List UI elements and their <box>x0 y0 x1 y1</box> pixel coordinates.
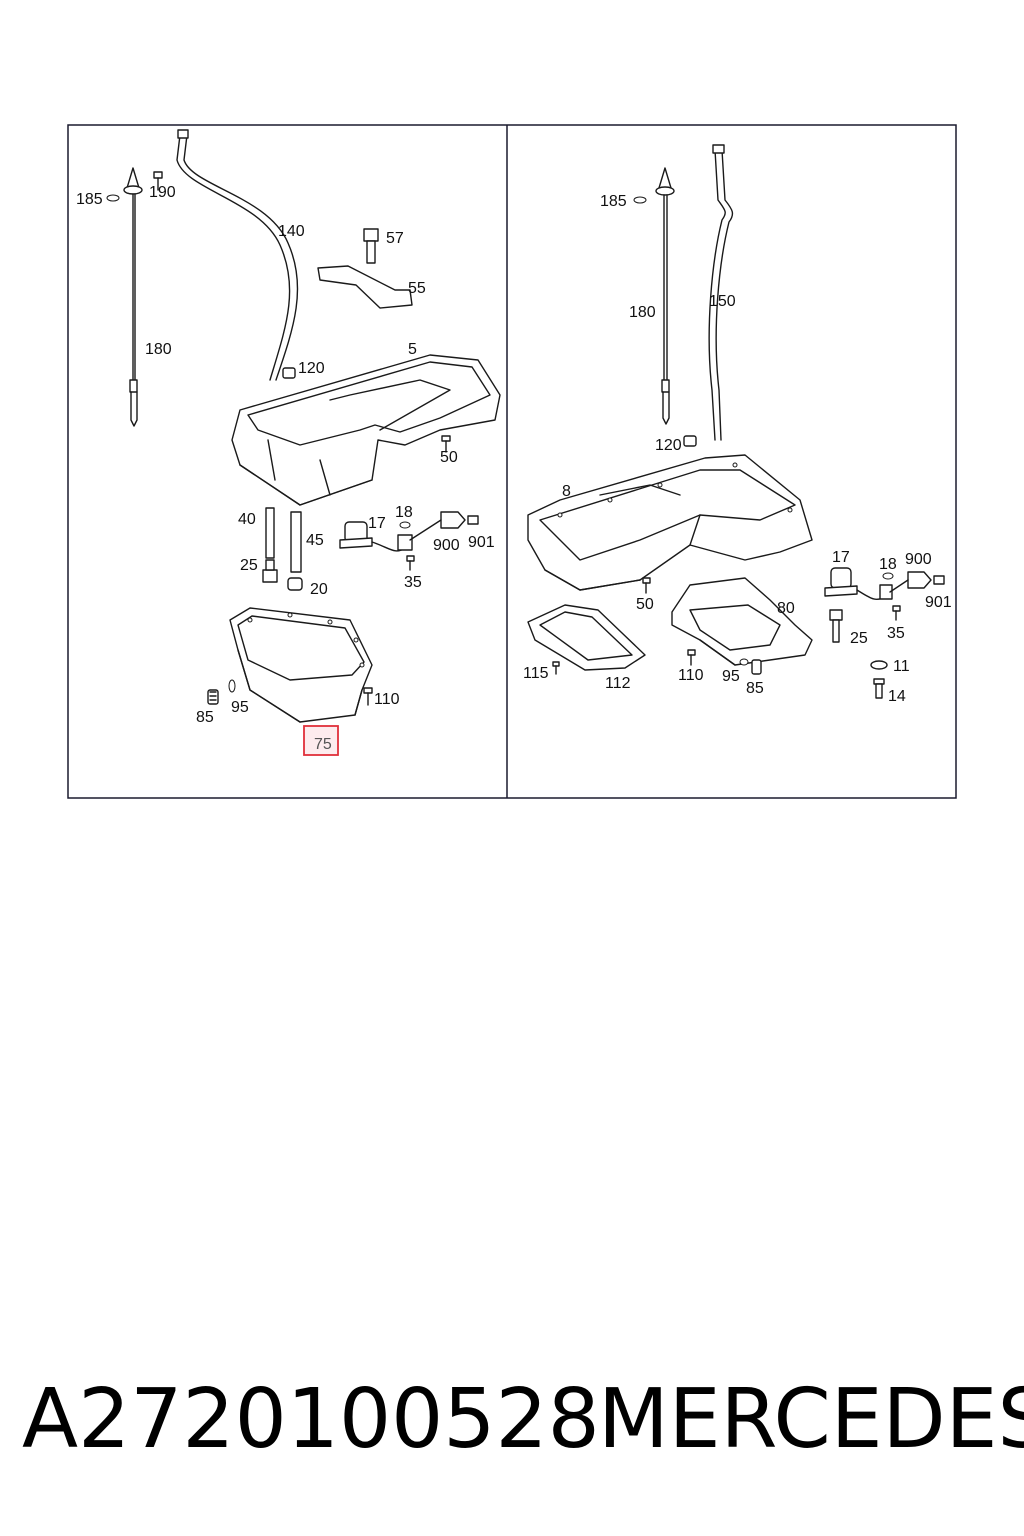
callout-901-right[interactable]: 901 <box>925 594 952 611</box>
bolt-14 <box>873 678 885 699</box>
diagram-frame <box>67 124 957 799</box>
brand-name: MERCEDES <box>598 1372 1024 1467</box>
seal-95-right <box>739 658 749 666</box>
bolt-110-left <box>363 687 373 706</box>
oil-level-sensor-right <box>824 567 893 600</box>
dipstick <box>123 167 143 427</box>
callout-18-right[interactable]: 18 <box>879 556 897 573</box>
callout-110[interactable]: 110 <box>374 691 400 708</box>
callout-900-right[interactable]: 900 <box>905 551 932 568</box>
guide-tube <box>176 129 299 381</box>
seal-95-left <box>228 679 236 693</box>
callout-95-right[interactable]: 95 <box>722 668 740 685</box>
callout-25-right[interactable]: 25 <box>850 630 868 647</box>
callout-180[interactable]: 180 <box>145 341 172 358</box>
highlight-box-75[interactable] <box>303 725 339 756</box>
parts-diagram: 185 190 140 57 55 180 120 5 50 40 18 17 … <box>67 124 957 799</box>
bracket-55 <box>317 265 413 309</box>
callout-180-right[interactable]: 180 <box>629 304 656 321</box>
callout-140[interactable]: 140 <box>278 223 305 240</box>
callout-190[interactable]: 190 <box>149 184 176 201</box>
callout-901[interactable]: 901 <box>468 534 495 551</box>
drain-plug-85-right <box>751 659 762 675</box>
cap-11 <box>870 660 888 670</box>
bolt-110-right <box>687 649 696 666</box>
lower-oil-pan-75 <box>229 607 373 723</box>
upper-oil-pan <box>231 354 501 506</box>
callout-20[interactable]: 20 <box>310 581 328 598</box>
callout-115[interactable]: 115 <box>523 665 549 682</box>
callout-50[interactable]: 50 <box>440 449 458 466</box>
callout-75[interactable]: 75 <box>314 736 332 753</box>
callout-14[interactable]: 14 <box>888 688 906 705</box>
callout-35-right[interactable]: 35 <box>887 625 905 642</box>
callout-900[interactable]: 900 <box>433 537 460 554</box>
callout-40[interactable]: 40 <box>238 511 256 528</box>
callout-17[interactable]: 17 <box>368 515 386 532</box>
callout-150[interactable]: 150 <box>709 293 736 310</box>
right-panel <box>527 144 945 699</box>
bolt-35-left <box>406 555 415 571</box>
callout-185-right[interactable]: 185 <box>600 193 627 210</box>
callout-120-right[interactable]: 120 <box>655 437 682 454</box>
seal-18-left <box>399 521 411 529</box>
callout-50-right[interactable]: 50 <box>636 596 654 613</box>
left-panel <box>106 129 501 723</box>
part-number: A2720100528 <box>22 1372 600 1467</box>
dipstick-right <box>655 167 675 425</box>
callout-35[interactable]: 35 <box>404 574 422 591</box>
bolt-57 <box>363 228 379 264</box>
washer-185-right <box>633 196 647 204</box>
callout-45[interactable]: 45 <box>306 532 324 549</box>
drain-plug-85-left <box>207 689 219 705</box>
connector-900-left <box>440 511 466 529</box>
callout-185[interactable]: 185 <box>76 191 103 208</box>
seal-18-right <box>882 572 894 580</box>
connector-900-right <box>907 571 932 589</box>
lower-oil-pan-80 <box>671 577 813 666</box>
plug-901-left <box>467 515 479 525</box>
bolt-35-right <box>892 605 901 621</box>
plug-901-right <box>933 575 945 585</box>
plug-120-right <box>683 435 697 447</box>
callout-85-right[interactable]: 85 <box>746 680 764 697</box>
oil-level-sensor-left <box>339 521 413 552</box>
baffle-112 <box>527 604 646 671</box>
footer: A2720100528 MERCEDES <box>0 1370 1024 1470</box>
callout-57[interactable]: 57 <box>386 230 404 247</box>
callout-25[interactable]: 25 <box>240 557 258 574</box>
bolt-25-left <box>262 559 278 583</box>
plug-120 <box>282 367 296 379</box>
screw-190 <box>153 171 163 191</box>
callout-11[interactable]: 11 <box>893 658 910 675</box>
callout-18[interactable]: 18 <box>395 504 413 521</box>
left-callouts: 185 190 140 57 55 180 120 5 50 40 18 17 … <box>76 184 495 756</box>
callout-17-right[interactable]: 17 <box>832 549 850 566</box>
callout-5[interactable]: 5 <box>408 341 417 358</box>
bolt-25-right <box>829 609 843 643</box>
callout-110-right[interactable]: 110 <box>678 667 704 684</box>
upper-oil-pan-8 <box>527 454 813 591</box>
callout-112[interactable]: 112 <box>605 675 631 692</box>
callout-95[interactable]: 95 <box>231 699 249 716</box>
guide-tube-150 <box>708 144 734 441</box>
bushing-20 <box>287 577 303 591</box>
bolt-115 <box>552 661 560 675</box>
callout-80[interactable]: 80 <box>777 600 795 617</box>
right-callouts: 185 180 150 120 8 17 18 900 50 901 80 25… <box>523 193 952 705</box>
bolt-50-right <box>642 577 651 594</box>
callout-85[interactable]: 85 <box>196 709 214 726</box>
washer-185 <box>106 194 120 202</box>
callout-55[interactable]: 55 <box>408 280 426 297</box>
stud-45 <box>290 511 302 573</box>
callout-120[interactable]: 120 <box>298 360 325 377</box>
bolt-50-left <box>441 435 451 453</box>
callout-8[interactable]: 8 <box>562 483 571 500</box>
stud-40 <box>265 507 275 559</box>
